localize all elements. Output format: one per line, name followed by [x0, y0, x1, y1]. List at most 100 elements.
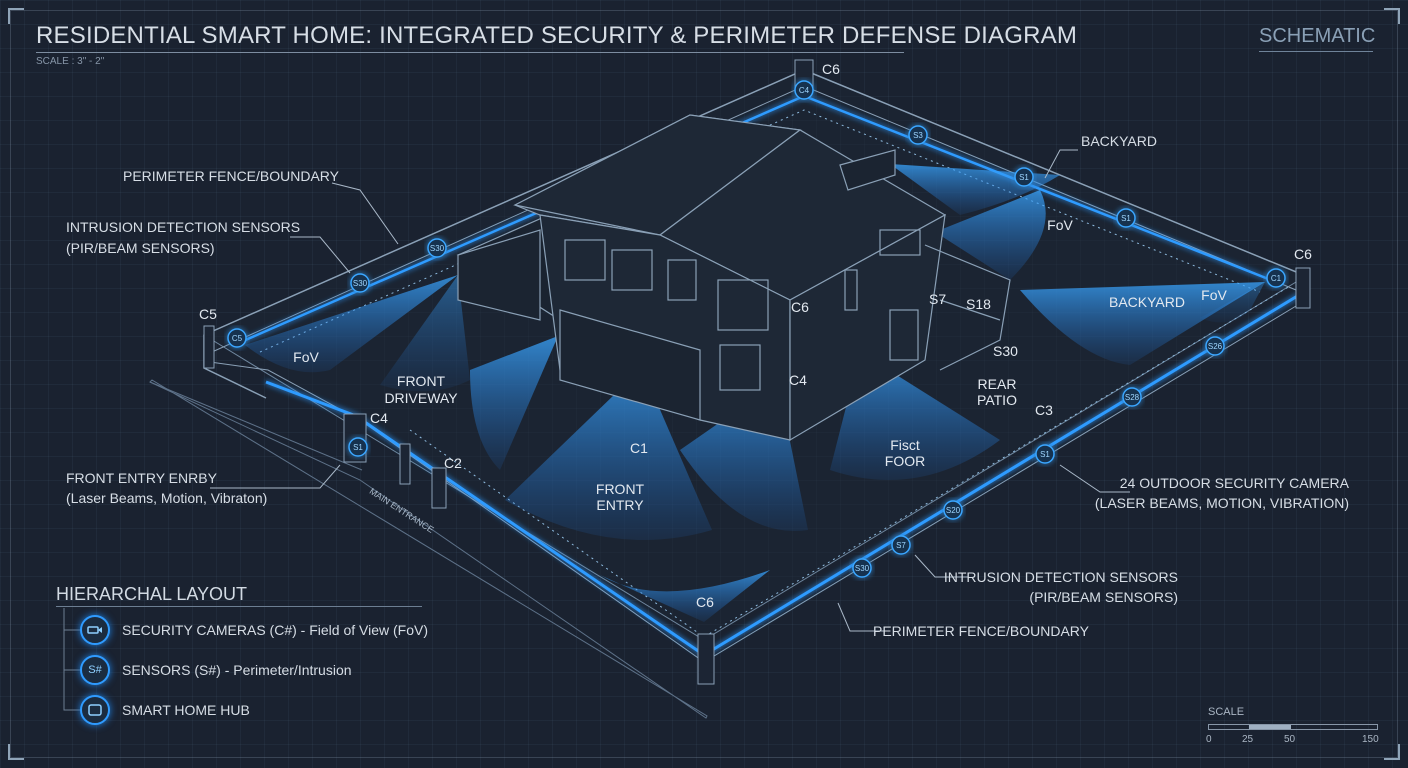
fence-glow-front — [265, 290, 1305, 657]
scale-tick-50: 50 — [1284, 734, 1296, 745]
frame-border — [10, 10, 1398, 758]
zone-first-floor-line1: Fisct — [890, 437, 920, 453]
title-underline — [36, 52, 904, 53]
sensor-marker-label: S30 — [353, 279, 368, 288]
schematic-badge: SCHEMATIC — [1259, 25, 1376, 47]
sensor-marker-s26: S26 — [1205, 336, 1225, 356]
zone-fov-back-1: FoV — [1047, 217, 1073, 233]
label-c4-house: C4 — [789, 372, 807, 388]
label-c3: C3 — [1035, 402, 1053, 418]
sensor-marker-s30-front: S30 — [852, 558, 872, 578]
sensor-marker-label: S1 — [1019, 173, 1029, 182]
fov-cone-c5 — [245, 275, 458, 373]
sensor-marker-s3-top: S3 — [908, 125, 928, 145]
legend-item-cameras: SECURITY CAMERAS (C#) - Field of View (F… — [80, 615, 428, 645]
scale-tick-25: 25 — [1242, 734, 1254, 745]
zone-front-driveway-line2: DRIVEWAY — [384, 390, 458, 406]
legend-item-hub: SMART HOME HUB — [80, 695, 250, 725]
label-s18: S18 — [966, 296, 991, 312]
house — [456, 114, 1011, 442]
sensor-marker-s28: S28 — [1122, 387, 1142, 407]
sensor-marker-label: S30 — [855, 564, 870, 573]
sensor-icon: S# — [80, 655, 110, 685]
sensor-marker-s30-left-b: S30 — [350, 273, 370, 293]
sensor-marker-label: S3 — [913, 131, 923, 140]
zone-fov-left: FoV — [293, 349, 319, 365]
sensor-marker-label: S7 — [896, 541, 906, 550]
legend-label-sensors: SENSORS (S#) - Perimeter/Intrusion — [122, 662, 352, 678]
scale-bar: SCALE 0 25 50 150 — [1206, 706, 1379, 746]
fov-cone-c6-front — [600, 570, 770, 622]
callout-intrusion-right-line2: (PIR/BEAM SENSORS) — [1029, 589, 1178, 605]
sensor-marker-label: S26 — [1208, 342, 1223, 351]
sensor-marker-label: S1 — [353, 443, 363, 452]
zone-main-entrance: MAIN ENTRANCE — [368, 486, 436, 535]
scale-note: SCALE : 3" - 2" — [36, 56, 105, 67]
legend-label-hub: SMART HOME HUB — [122, 702, 250, 718]
sensor-marker-label: C1 — [1271, 274, 1282, 283]
zone-front-entry-line1: FRONT — [596, 481, 645, 497]
callout-front-entry-line2: (Laser Beams, Motion, Vibraton) — [66, 490, 267, 506]
fov-cone-c6-right — [1020, 282, 1265, 365]
frame-corner-br — [1384, 744, 1400, 760]
legend-label-cameras: SECURITY CAMERAS (C#) - Field of View (F… — [122, 622, 428, 638]
callout-leaders — [210, 149, 1130, 632]
sensor-marker-label: C4 — [799, 86, 810, 95]
callout-intrusion-right-line1: INTRUSION DETECTION SENSORS — [944, 569, 1178, 585]
callout-outdoor-camera-line2: (LASER BEAMS, MOTION, VIBRATION) — [1095, 495, 1349, 511]
sensor-marker-label: S1 — [1121, 214, 1131, 223]
fov-cone-house-rear — [935, 190, 1046, 280]
sensor-marker-c4-top: C4 — [794, 80, 814, 100]
frame-corner-tr — [1384, 8, 1400, 24]
zone-rear-patio-line2: PATIO — [977, 392, 1017, 408]
label-c2: C2 — [444, 455, 462, 471]
sensor-marker-s20: S20 — [943, 500, 963, 520]
label-c4-gate: C4 — [370, 410, 388, 426]
sensor-marker-label: S20 — [946, 506, 961, 515]
label-c6-right: C6 — [1294, 246, 1312, 262]
camera-icon — [80, 615, 110, 645]
legend-tree-lines — [63, 608, 80, 711]
sensor-marker-c5-marker: C5 — [227, 328, 247, 348]
label-s30: S30 — [993, 343, 1018, 359]
sensor-marker-s30-left-a: S30 — [427, 238, 447, 258]
callout-perimeter-fence-bottom: PERIMETER FENCE/BOUNDARY — [873, 623, 1090, 639]
callout-backyard-top: BACKYARD — [1081, 133, 1157, 149]
legend-item-sensors: S# SENSORS (S#) - Perimeter/Intrusion — [80, 655, 352, 685]
fov-cone-c1 — [505, 368, 712, 540]
label-c6-top: C6 — [822, 61, 840, 77]
scale-bar-title: SCALE — [1208, 706, 1245, 718]
zone-fov-back-2: FoV — [1201, 287, 1227, 303]
ground-outline — [149, 379, 708, 719]
zone-first-floor-line2: FOOR — [885, 453, 925, 469]
legend-underline — [56, 606, 422, 607]
sensor-marker-label: S30 — [430, 244, 445, 253]
sensor-marker-label: S1 — [1040, 450, 1050, 459]
legend-title: HIERARCHAL LAYOUT — [56, 584, 248, 604]
zone-front-driveway-line1: FRONT — [397, 373, 446, 389]
sensor-marker-s1-right: S1 — [1035, 444, 1055, 464]
sensor-marker-s1-back-a: S1 — [1014, 167, 1034, 187]
sensor-marker-s1-gate: S1 — [348, 437, 368, 457]
scale-tick-0: 0 — [1206, 734, 1212, 745]
callout-front-entry-line1: FRONT ENTRY ENRBY — [66, 470, 218, 486]
callout-perimeter-fence-top: PERIMETER FENCE/BOUNDARY — [123, 168, 340, 184]
frame-corner-bl — [8, 744, 24, 760]
label-c1: C1 — [630, 440, 648, 456]
frame-corner-tl — [8, 8, 24, 24]
hub-icon — [80, 695, 110, 725]
label-c6-front: C6 — [696, 594, 714, 610]
zone-front-entry-line2: ENTRY — [596, 497, 644, 513]
fov-cones — [245, 164, 1265, 622]
fov-cone-c2 — [470, 336, 558, 470]
sensor-marker-s1-back-b: S1 — [1116, 208, 1136, 228]
label-s7: S7 — [929, 291, 946, 307]
zone-rear-patio-line1: REAR — [978, 376, 1017, 392]
label-c6-house: C6 — [791, 299, 809, 315]
label-c5: C5 — [199, 306, 217, 322]
sensor-marker-label: S28 — [1125, 393, 1140, 402]
sensor-marker-c1-right: C1 — [1266, 268, 1286, 288]
